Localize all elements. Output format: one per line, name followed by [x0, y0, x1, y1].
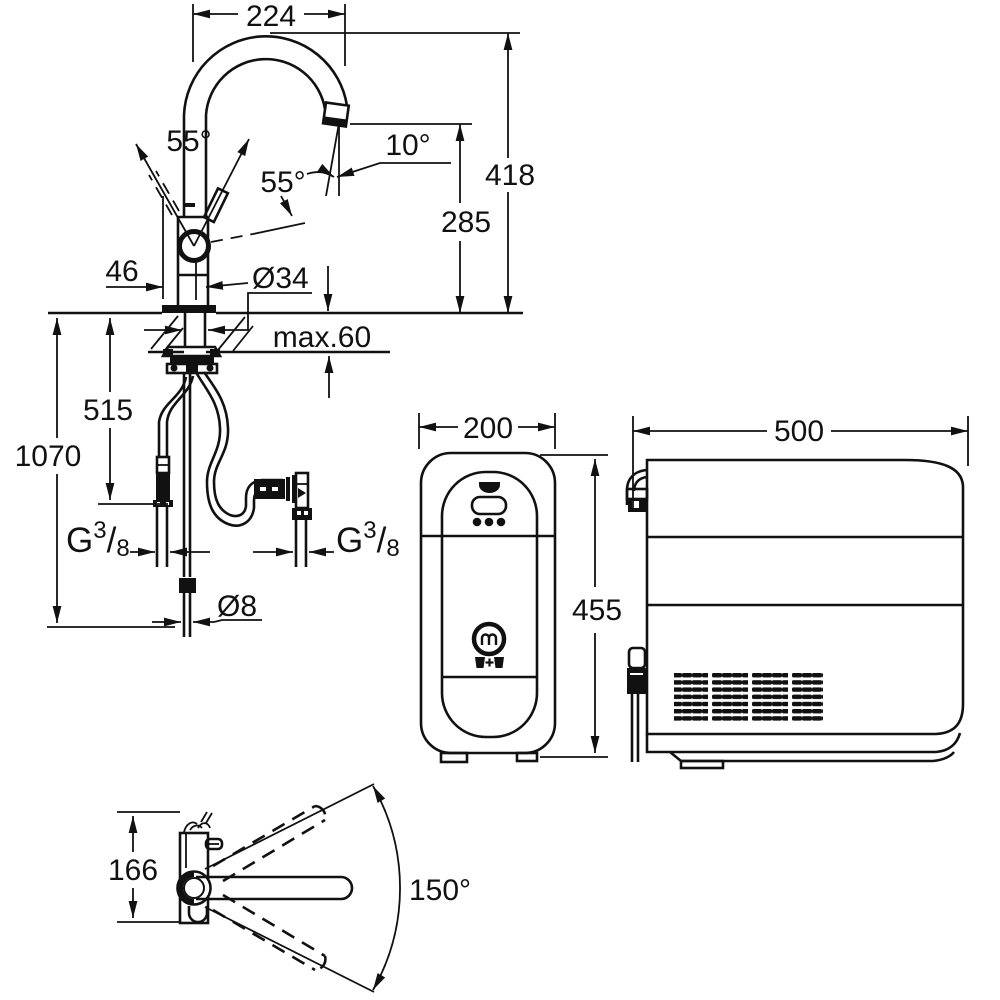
dim-1070-label: 1070	[15, 440, 82, 473]
dim-55-left-label: 55°	[166, 125, 211, 158]
dim-g38-right: G3/8	[253, 517, 400, 562]
dim-224: 224	[192, 0, 346, 66]
dim-10-label: 10°	[385, 129, 430, 162]
dim-150-label: 150°	[409, 874, 471, 907]
dim-515-label: 515	[83, 394, 133, 427]
filter-indicator-pill-icon	[470, 495, 508, 516]
faucet-body	[176, 186, 230, 313]
dim-418-label: 418	[485, 159, 535, 192]
base-flange	[162, 305, 216, 313]
dim-200: 200	[418, 412, 556, 449]
spout-arm-solid	[196, 875, 354, 901]
filter-front-panel	[440, 470, 539, 739]
dim-g38-left: G3/8	[66, 517, 210, 562]
faucet-top-view-swivel-range: 150° 166	[108, 783, 471, 993]
filter-foot-right	[515, 751, 539, 763]
dim-455-label: 455	[572, 594, 622, 627]
dim-166-label: 166	[108, 854, 158, 887]
spout-outlet	[321, 101, 351, 128]
dim-55-right-label: 55°	[260, 166, 305, 199]
grohe-logo-icon	[471, 621, 507, 657]
dim-g38-right-label: G3/8	[336, 517, 400, 562]
dim-224-label: 224	[246, 0, 296, 33]
dim-max60: max.60	[273, 266, 371, 398]
dim-285: 285	[350, 123, 491, 313]
filter-foot-left	[439, 751, 469, 764]
filter-unit-front-view: 200 455	[418, 412, 622, 764]
three-dots-led-icon	[472, 517, 506, 527]
dim-500-label: 500	[774, 415, 824, 448]
hatch-left	[150, 315, 184, 351]
dim-500: 500	[632, 415, 969, 508]
top-view-body	[178, 811, 224, 925]
cooler-foot	[679, 759, 725, 770]
hose-connector-icon	[153, 455, 173, 507]
handle-stub	[204, 837, 224, 851]
cooler-plinth	[669, 750, 956, 763]
filter-head-button-icon	[479, 482, 500, 493]
dim-1070: 1070	[15, 318, 175, 628]
dim-285-label: 285	[441, 206, 491, 239]
filter-head-controls	[470, 482, 508, 527]
dim-418: 418	[270, 32, 535, 313]
counter-cross-section	[48, 305, 523, 375]
hose-fitting	[179, 578, 196, 593]
vent-grille-icon	[674, 673, 823, 723]
dim-8-label: Ø8	[217, 590, 257, 623]
dim-515: 515	[83, 318, 168, 505]
dim-34-label: Ø34	[252, 262, 309, 295]
spout-arm-dashed-up	[212, 804, 327, 883]
dim-46: 46	[105, 196, 249, 300]
dim-max60-label: max.60	[273, 321, 371, 354]
outlet-angle-annotation: 10°	[325, 122, 451, 197]
cooler-base-band	[645, 732, 962, 754]
spout-arm-dashed-down	[212, 893, 327, 972]
dim-455: 455	[540, 454, 622, 758]
dim-8: Ø8	[152, 590, 262, 627]
swivel-ring	[176, 870, 212, 906]
cooler-body	[645, 458, 965, 736]
dim-g38-left-label: G3/8	[66, 517, 130, 562]
spout-arc	[182, 35, 351, 217]
handle-swing-annotation: 55° 55°	[135, 125, 335, 247]
mounting-hardware	[160, 345, 223, 375]
dim-150: 150°	[204, 783, 471, 993]
hatch-right	[217, 316, 254, 352]
cup-plus-cup-icon	[475, 657, 504, 668]
power-plug-icon	[627, 646, 647, 762]
angle-valve	[254, 471, 312, 520]
body-notch	[187, 906, 209, 924]
faucet-front-view: 55° 55° 10° 224 418	[15, 0, 535, 637]
cooler-top-connector	[625, 468, 649, 512]
power-cable	[630, 694, 640, 762]
cooler-unit-side-view: 500	[625, 415, 969, 770]
dim-34: Ø34	[144, 262, 312, 335]
dim-200-label: 200	[463, 412, 513, 445]
filter-body	[419, 451, 557, 755]
dim-46-label: 46	[105, 255, 138, 288]
dim-166: 166	[108, 811, 180, 923]
